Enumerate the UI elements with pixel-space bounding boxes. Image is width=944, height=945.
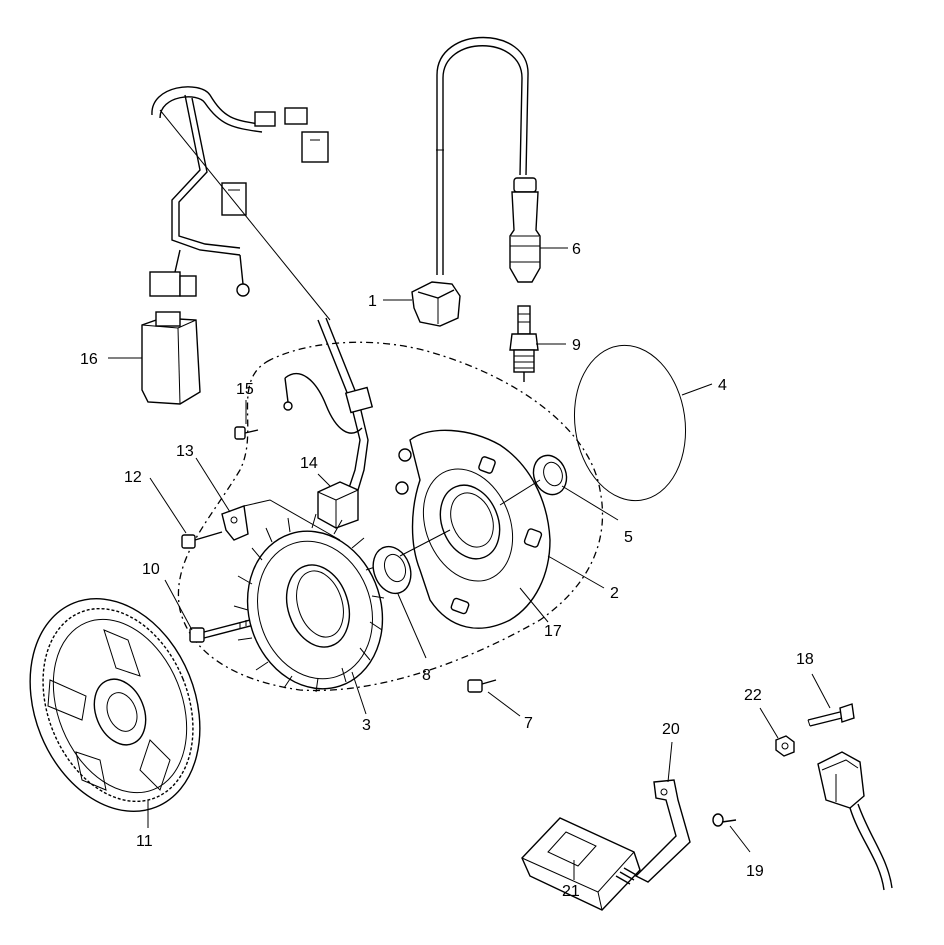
bolt-7[interactable] <box>467 679 497 693</box>
leader-line-17 <box>519 587 549 623</box>
retaining-plate[interactable] <box>221 505 249 541</box>
callout-16: 16 <box>80 351 98 368</box>
pickup-sensor[interactable] <box>317 481 359 529</box>
leader-line-8 <box>397 593 427 659</box>
screw-19[interactable] <box>712 813 737 827</box>
spark-plug[interactable] <box>509 305 539 382</box>
leader-line-22 <box>759 707 779 739</box>
spark-plug-cap[interactable] <box>509 177 541 283</box>
leader-line-10 <box>164 579 193 631</box>
callout-14: 14 <box>300 455 318 472</box>
callout-8: 8 <box>422 667 431 684</box>
stator-coil[interactable] <box>228 513 403 707</box>
callout-18: 18 <box>796 651 814 668</box>
nut-22[interactable] <box>775 735 795 757</box>
bolt-18[interactable] <box>807 703 855 727</box>
gasket-ring[interactable] <box>565 338 696 508</box>
callout-19: 19 <box>746 863 764 880</box>
callout-10: 10 <box>142 561 160 578</box>
callout-9: 9 <box>572 337 581 354</box>
ignition-coil[interactable] <box>411 36 529 327</box>
callout-20: 20 <box>662 721 680 738</box>
callout-21: 21 <box>562 883 580 900</box>
leader-line-14 <box>317 473 331 487</box>
callout-4: 4 <box>718 377 727 394</box>
callout-7: 7 <box>524 715 533 732</box>
leader-line-2 <box>547 555 605 589</box>
callout-11: 11 <box>136 833 153 850</box>
mounting-bracket[interactable] <box>634 779 691 883</box>
regulator-rectifier[interactable] <box>521 817 641 911</box>
callout-5: 5 <box>624 529 633 546</box>
leader-line-5 <box>561 485 619 521</box>
leader-line-13 <box>195 457 231 513</box>
callout-17: 17 <box>544 623 562 640</box>
leader-line-18 <box>811 673 831 709</box>
callout-6: 6 <box>572 241 581 258</box>
callout-22: 22 <box>744 687 762 704</box>
callout-13: 13 <box>176 443 194 460</box>
callout-3: 3 <box>362 717 371 734</box>
leader-line-7 <box>487 691 521 717</box>
assembly-boundary <box>177 341 604 692</box>
leader-line-20 <box>667 741 673 783</box>
callout-1: 1 <box>368 293 377 310</box>
stator-plate[interactable] <box>395 429 551 629</box>
cdi-box-harness[interactable] <box>141 86 331 405</box>
leader-line-12 <box>149 477 187 534</box>
seal-5[interactable] <box>528 451 572 500</box>
oil-seal-8[interactable] <box>367 541 417 598</box>
bolt-12[interactable] <box>181 531 223 549</box>
flywheel[interactable] <box>0 573 230 837</box>
callout-15: 15 <box>236 381 254 398</box>
leader-line-19 <box>729 825 751 853</box>
connector-plug[interactable] <box>817 751 893 891</box>
leader-line-4 <box>681 383 713 396</box>
screw-15[interactable] <box>234 426 259 440</box>
callout-2: 2 <box>610 585 619 602</box>
callout-12: 12 <box>124 469 142 486</box>
leader-line-3 <box>351 671 367 715</box>
